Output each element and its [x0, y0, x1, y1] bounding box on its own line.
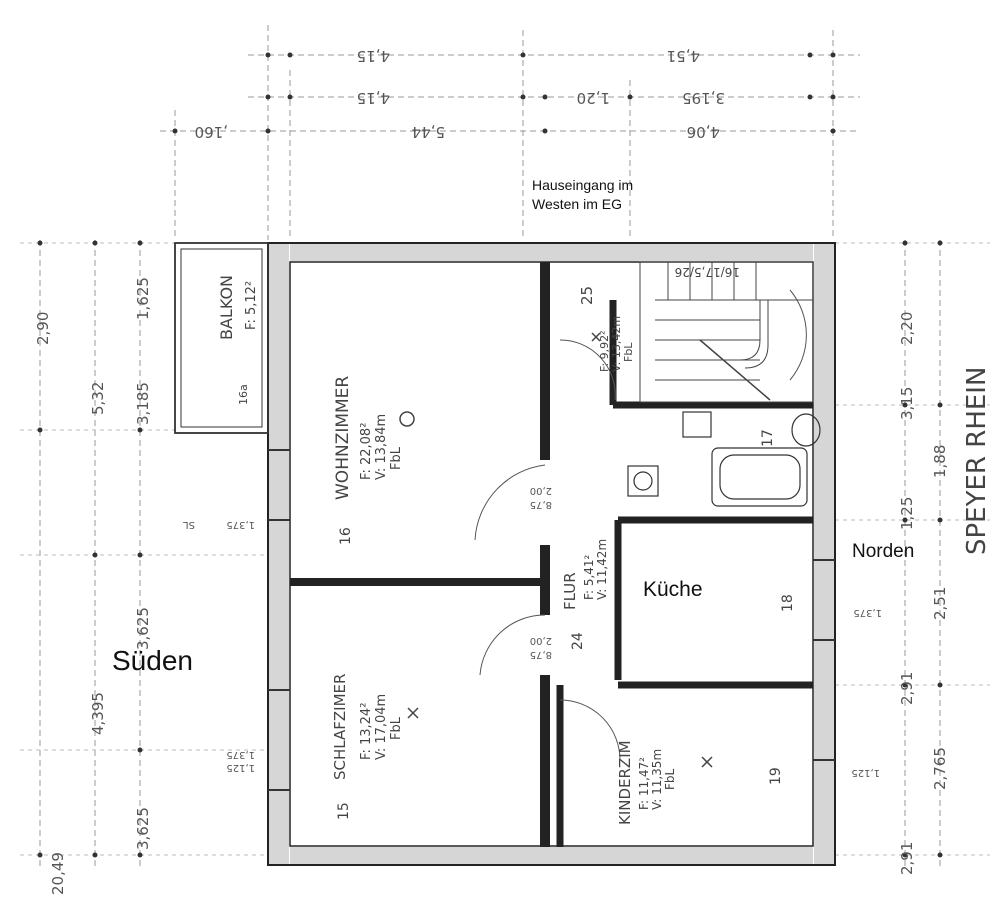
dim-right-g: 2,765: [931, 747, 949, 790]
sill-mark-right-2: 1,125: [851, 767, 880, 778]
bedroom-floor: FbL: [389, 716, 404, 740]
balcony-outline: [174, 242, 269, 434]
kitchen-label: Küche: [643, 578, 703, 601]
children-room-area: F: 11,47²: [637, 757, 651, 810]
level-guides: [20, 242, 990, 856]
hall-area: F: 5,41²: [582, 554, 596, 600]
north-label: Norden: [852, 541, 915, 562]
dim-right-c: 1,88: [931, 445, 949, 478]
children-room-floor: FbL: [663, 768, 677, 790]
stairs-floor: FbL: [622, 342, 635, 362]
dim-right-a: 2,20: [898, 312, 916, 345]
dim-top-row1-right: 4,51: [667, 47, 700, 65]
children-room-volume: V: 11,35m: [650, 749, 664, 810]
dim-left1-c: 4,395: [89, 692, 107, 735]
living-room-number: 16: [338, 527, 354, 545]
sill-mark-right-1: 1,375: [853, 607, 882, 618]
dim-top-row2-mid: 1,20: [577, 89, 610, 107]
room-center-marks: [407, 332, 713, 768]
balcony-extra: 16a: [237, 384, 250, 405]
bedroom-name: SCHLAFZIMER: [331, 674, 349, 780]
outer-walls: [267, 242, 836, 866]
dim-left2-a: 1,625: [134, 277, 152, 320]
stairs-step-ratio: 16/17,5/26: [675, 265, 740, 279]
dim-top-row2-right: 3,195: [682, 89, 725, 107]
door-mark-height-2: 2,00: [530, 635, 552, 646]
entrance-note-line1: Hauseingang im: [532, 177, 634, 193]
living-room-volume: V: 13,84m: [374, 414, 389, 480]
dim-top-row1-left: 4,15: [357, 47, 390, 65]
living-room-name: WOHNZIMMER: [333, 376, 353, 500]
dim-left1-a: 2,90: [34, 312, 52, 345]
stairs-volume: V: 13,42m: [610, 316, 623, 372]
hall-number: 24: [570, 632, 586, 650]
south-label: Süden: [112, 645, 193, 676]
interior-walls: [290, 262, 813, 847]
windows: [268, 449, 835, 791]
bedroom-volume: V: 17,04m: [374, 694, 389, 760]
dimension-ticks: [37, 52, 943, 858]
ceiling-light-icon: [399, 411, 415, 427]
bath-number: 17: [760, 429, 776, 447]
dim-left1-d: 20,49: [49, 852, 67, 895]
wall-hatch: [269, 244, 834, 864]
sill-mark-left-2: 1,375: [226, 749, 255, 760]
sill-mark-left-3: 1,125: [226, 762, 255, 773]
living-room-area: F: 22,08²: [359, 423, 374, 480]
door-swings: [474, 289, 807, 761]
hall-volume: V: 11,42m: [595, 539, 609, 600]
children-room-name: KINDERZIM: [616, 740, 634, 825]
hall-name: FLUR: [561, 572, 579, 610]
balcony-name: BALKON: [217, 275, 236, 340]
stairs-number: 25: [578, 286, 596, 305]
sill-mark-left-1: 1,375: [226, 519, 255, 530]
location-text: SPEYER RHEIN: [962, 367, 992, 555]
dim-right-h: 2,91: [898, 842, 916, 875]
entrance-note-line2: Westen im EG: [532, 196, 622, 212]
dim-top-row3-mid: 5,44: [412, 123, 445, 141]
door-mark-height-1: 2,00: [530, 485, 552, 496]
dim-top-row3-left: ,160: [195, 123, 228, 141]
door-mark-width-2: 8,75: [530, 649, 552, 660]
stairs-area: F: 9,92²: [598, 330, 611, 372]
dim-top-row2-left: 4,15: [357, 89, 390, 107]
sill-label-left: SL: [183, 519, 195, 530]
door-mark-width-1: 8,75: [530, 499, 552, 510]
children-room-number: 19: [768, 767, 784, 785]
kitchen-number: 18: [780, 594, 796, 612]
bedroom-number: 15: [336, 802, 352, 820]
dim-left2-c: 3,625: [134, 607, 152, 650]
dim-right-d: 1,25: [898, 497, 916, 530]
bedroom-area: F: 13,24²: [359, 703, 374, 760]
bath-fixtures: [627, 411, 821, 507]
dim-right-b: 3,15: [898, 387, 916, 420]
dimension-guides: [39, 25, 941, 870]
dim-left1-b: 5,32: [89, 382, 107, 415]
dim-left2-b: 3,185: [134, 382, 152, 425]
staircase: [639, 261, 814, 403]
dim-right-f: 2,91: [898, 672, 916, 705]
entrance-note: Hauseingang im Westen im EG: [532, 176, 633, 214]
balcony-area: F: 5,12²: [244, 281, 259, 330]
dim-left2-d: 3,625: [134, 807, 152, 850]
dim-right-e: 2,51: [931, 587, 949, 620]
dim-top-row3-right: 4,06: [687, 123, 720, 141]
living-room-floor: FbL: [389, 446, 404, 470]
